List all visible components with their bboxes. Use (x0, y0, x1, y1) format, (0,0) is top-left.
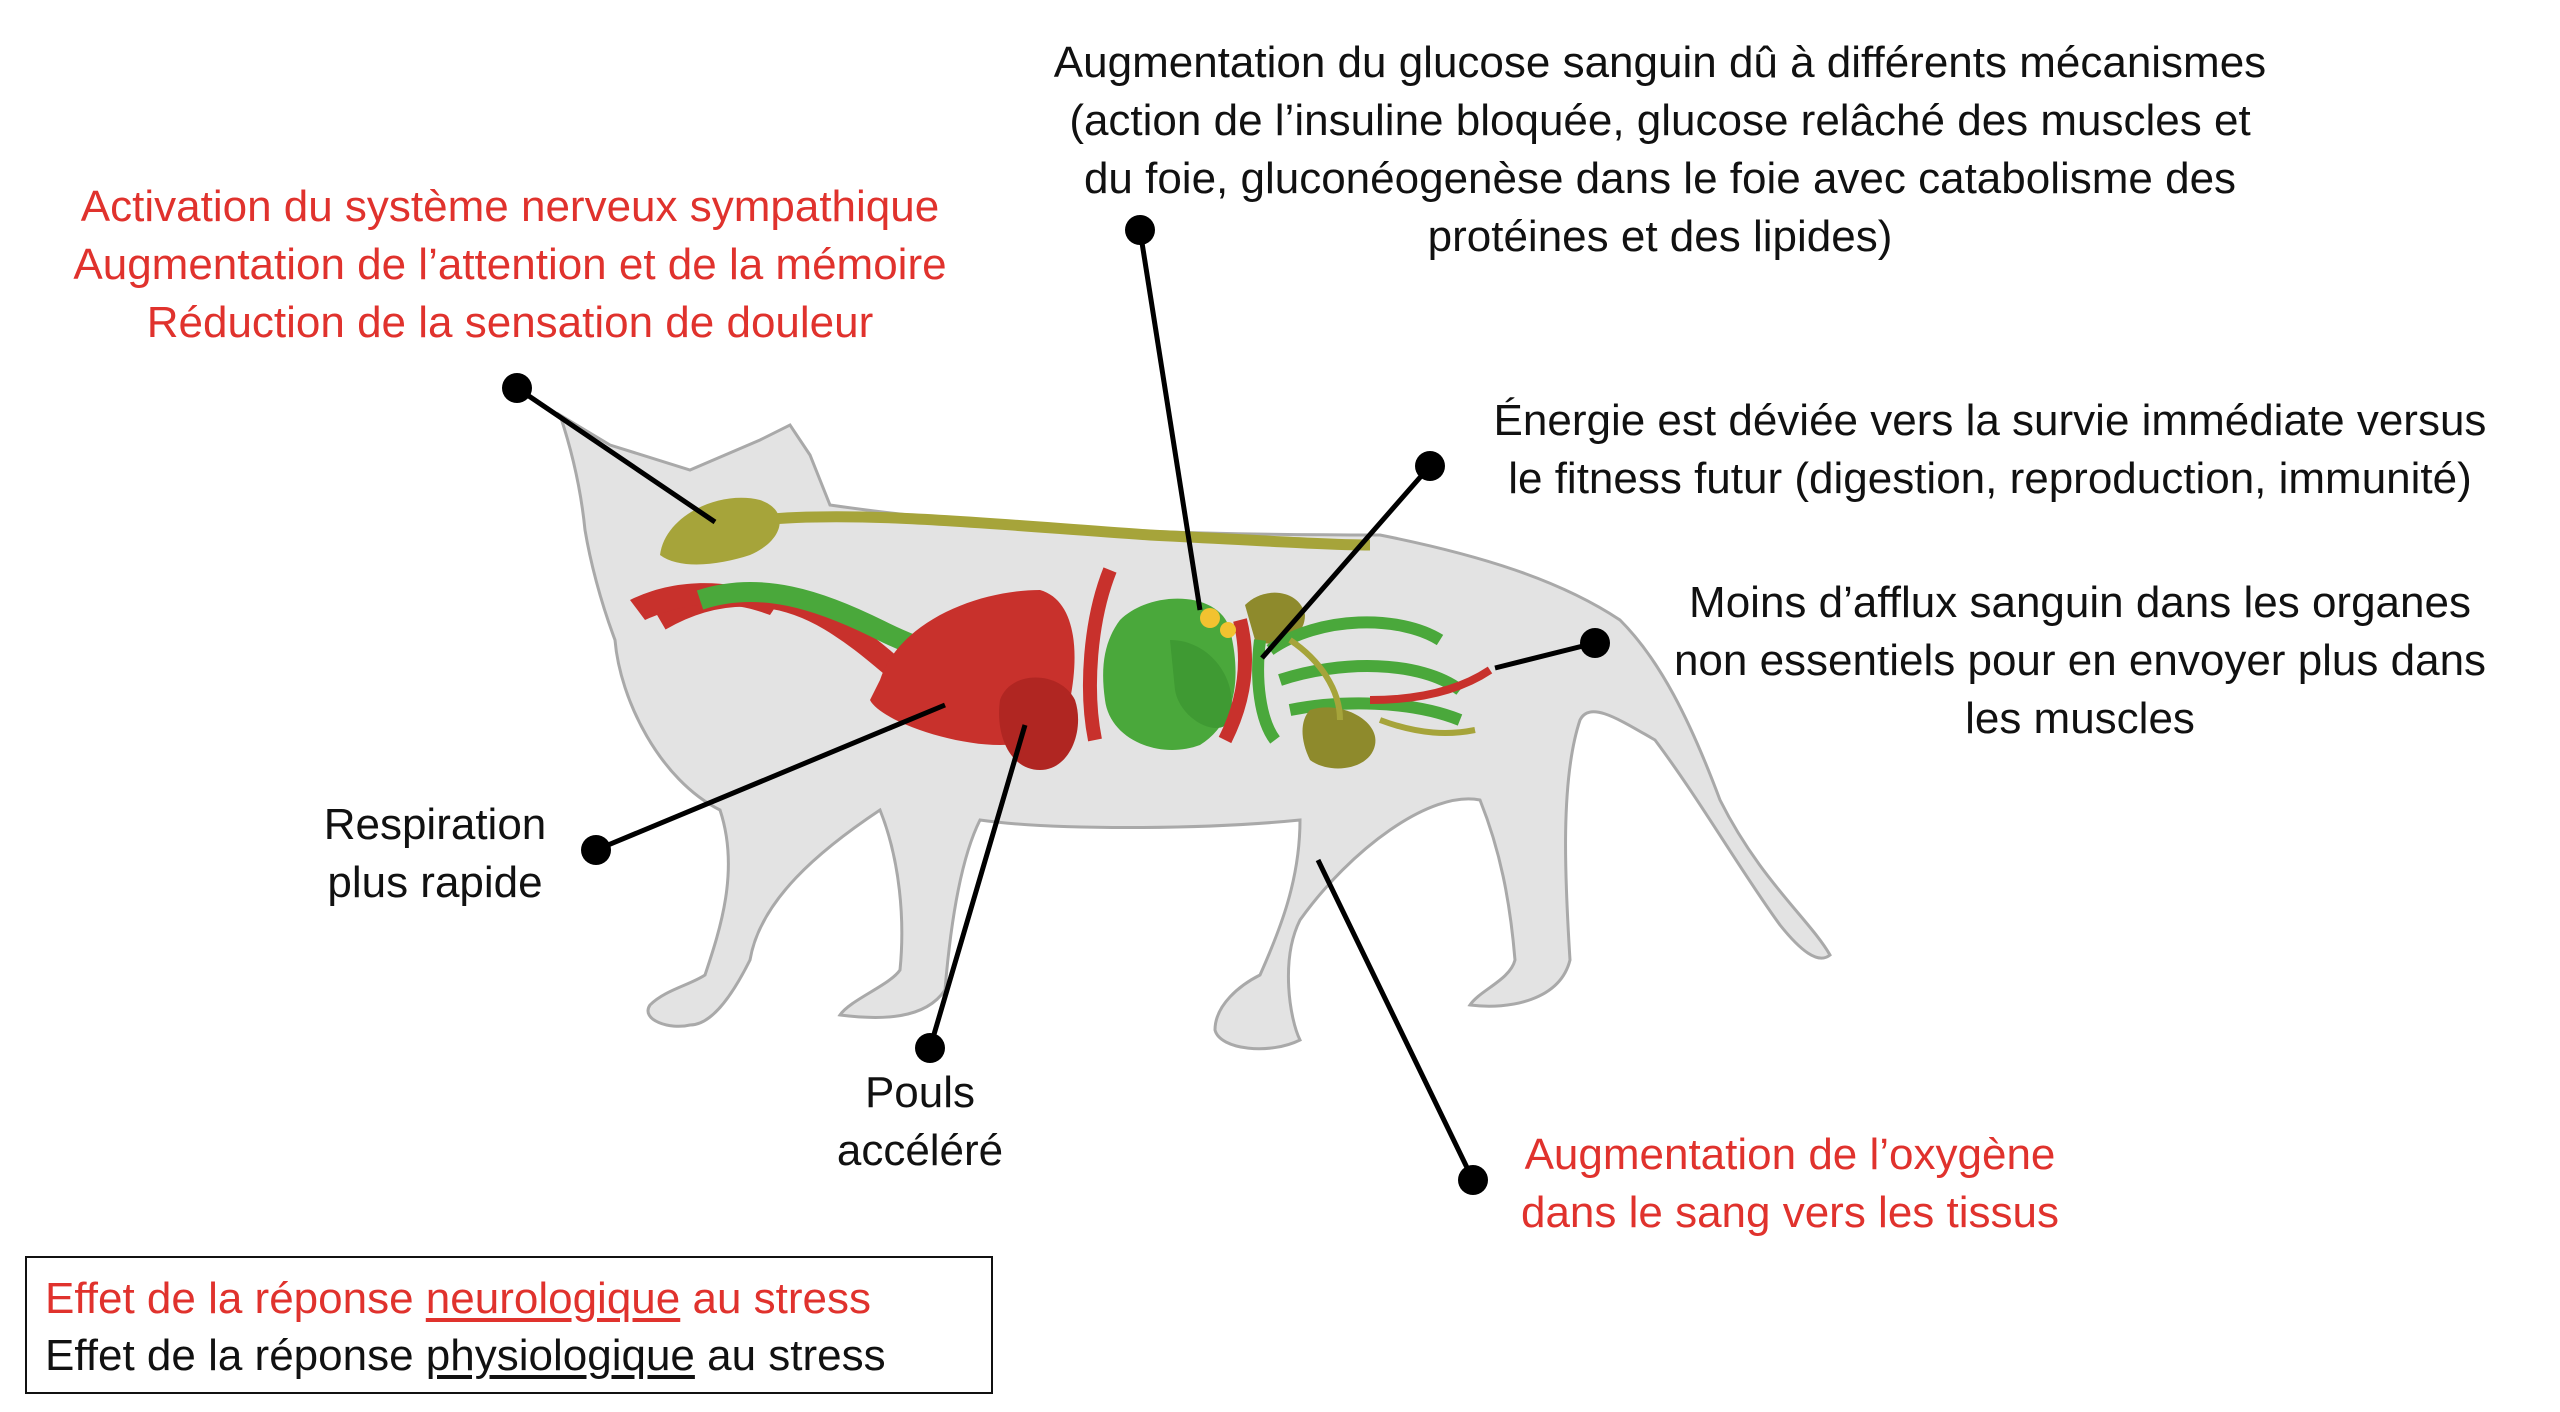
label-energy-diverted: Énergie est déviée vers la survie immédi… (1440, 392, 2540, 508)
label-line: Pouls (864, 1068, 976, 1117)
ureter (1288, 637, 1476, 736)
leader-afflux (1494, 640, 1596, 671)
leader-oxygene (1315, 858, 1476, 1182)
diaphragm (1083, 567, 1117, 742)
legend-neurological: Effet de la réponse neurologique au stre… (45, 1270, 973, 1327)
leader-glucose (1137, 229, 1203, 611)
legend-text: Effet de la réponse (45, 1331, 426, 1380)
label-line: Respiration (323, 800, 547, 849)
label-line: accéléré (836, 1126, 1004, 1175)
leader-energie (1260, 464, 1432, 660)
label-line: les muscles (1965, 694, 2195, 743)
legend-text: au stress (694, 1331, 886, 1380)
legend-text: Effet de la réponse (45, 1274, 426, 1323)
legend: Effet de la réponse neurologique au stre… (25, 1256, 993, 1394)
label-line: (action de l’insuline bloquée, glucose r… (1069, 96, 2251, 145)
label-line: Augmentation de l’oxygène (1524, 1130, 2056, 1179)
label-line: Augmentation de l’attention et de la mém… (73, 240, 947, 289)
label-line: plus rapide (327, 858, 543, 907)
legend-keyword: physiologique (425, 1331, 695, 1380)
label-line: du foie, gluconéogenèse dans le foie ave… (1083, 154, 2237, 203)
leader-respiration (595, 702, 946, 853)
bladder (1302, 707, 1376, 769)
label-oxygen: Augmentation de l’oxygène dans le sang v… (1480, 1126, 2100, 1242)
intestines (1252, 616, 1464, 744)
label-line: Activation du système nerveux sympathiqu… (80, 182, 940, 231)
label-respiration: Respiration plus rapide (300, 796, 570, 912)
legend-keyword: neurologique (425, 1274, 681, 1323)
label-line: le fitness futur (digestion, reproductio… (1508, 454, 2472, 503)
dot-neuro (502, 373, 532, 403)
label-line: Réduction de la sensation de douleur (146, 298, 874, 347)
label-line: dans le sang vers les tissus (1520, 1188, 2060, 1237)
kidney (1245, 592, 1305, 644)
leader-pouls (927, 724, 1028, 1049)
label-line: Moins d’afflux sanguin dans les organes (1689, 578, 2471, 627)
leader-neuro (515, 385, 717, 525)
label-line: Énergie est déviée vers la survie immédi… (1493, 396, 2487, 445)
dot-afflux (1580, 628, 1610, 658)
uterus (1369, 666, 1493, 704)
dot-pouls (915, 1033, 945, 1063)
dot-energie (1415, 451, 1445, 481)
brain (660, 497, 780, 565)
legend-text: au stress (680, 1274, 871, 1323)
adrenal-gland-2 (1220, 622, 1236, 638)
label-neurological-effects: Activation du système nerveux sympathiqu… (20, 178, 1000, 352)
dot-respiration (581, 835, 611, 865)
legend-physiological: Effet de la réponse physiologique au str… (45, 1327, 973, 1384)
stomach (1170, 640, 1232, 729)
label-blood-flow: Moins d’afflux sanguin dans les organes … (1620, 574, 2540, 748)
spinal-cord (759, 511, 1371, 551)
dot-oxygene (1458, 1165, 1488, 1195)
label-line: non essentiels pour en envoyer plus dans (1673, 636, 2487, 685)
label-line: Augmentation du glucose sanguin dû à dif… (1053, 38, 2267, 87)
dot-glucose (1125, 215, 1155, 245)
label-pulse: Pouls accéléré (800, 1064, 1040, 1180)
label-line: protéines et des lipides) (1427, 212, 1893, 261)
adrenal-gland (1200, 608, 1220, 628)
label-glucose: Augmentation du glucose sanguin dû à dif… (970, 34, 2350, 266)
spleen (1218, 618, 1252, 744)
